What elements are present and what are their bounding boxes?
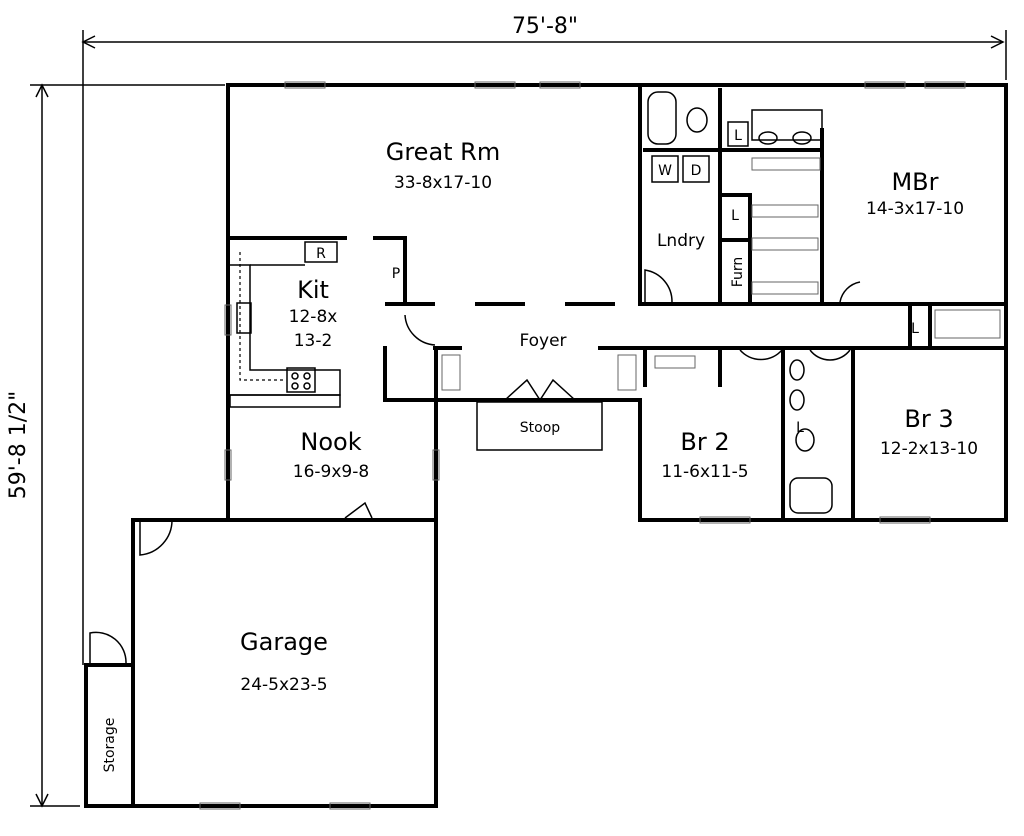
refrigerator-label: R xyxy=(316,246,326,262)
sink-icon xyxy=(236,302,252,334)
bedroom2-size: 11-6x11-5 xyxy=(661,462,748,482)
master-door xyxy=(839,281,861,303)
bedroom2-door xyxy=(739,349,783,361)
storage-label: Storage xyxy=(102,718,118,773)
kitchen-label: Kit xyxy=(297,276,329,304)
garage-door xyxy=(139,519,173,556)
front-door xyxy=(504,378,576,402)
toilet-icon xyxy=(795,428,815,452)
linen-closet-label: L xyxy=(796,420,804,436)
stoop xyxy=(476,401,603,451)
depth-label: 59'-8 1/2" xyxy=(6,391,31,500)
interior-walls xyxy=(226,83,1008,522)
pantry-label: P xyxy=(392,266,400,282)
laundry-door xyxy=(644,269,673,305)
width-dimension: 75'-8" xyxy=(81,14,1007,665)
cooktop-icon xyxy=(286,367,316,393)
storage-door xyxy=(89,631,127,664)
vanity-icon xyxy=(751,109,823,141)
windows xyxy=(199,81,966,810)
toilet-icon xyxy=(686,107,708,133)
bedroom2-label: Br 2 xyxy=(680,428,729,456)
bedroom3-label: Br 3 xyxy=(904,405,953,433)
nook-size: 16-9x9-8 xyxy=(293,462,369,482)
closet-shelving xyxy=(441,157,1001,391)
bathtub-icon xyxy=(789,477,833,514)
width-label: 75'-8" xyxy=(512,14,578,39)
master-bedroom-label: MBr xyxy=(891,168,938,196)
master-bedroom-size: 14-3x17-10 xyxy=(866,199,964,219)
washer-icon xyxy=(651,155,679,183)
kitchen-size: 13-2 xyxy=(294,331,333,351)
dryer-label: D xyxy=(691,163,702,179)
dryer-icon xyxy=(682,155,710,183)
nook-door xyxy=(344,501,373,519)
linen-closet-label: L xyxy=(734,128,742,144)
washer-label: W xyxy=(658,163,672,179)
fixtures: W D L L L L P R xyxy=(89,91,1001,664)
great-room-label: Great Rm xyxy=(386,138,501,166)
garage-size: 24-5x23-5 xyxy=(240,675,327,695)
exterior-walls xyxy=(84,83,1008,808)
foyer-label: Foyer xyxy=(519,331,566,351)
laundry-label: Lndry xyxy=(657,231,705,251)
bathtub-icon xyxy=(647,91,677,145)
refrigerator-icon xyxy=(304,241,338,263)
linen-closet-label: L xyxy=(911,321,919,337)
kitchen-size: 12-8x xyxy=(289,307,338,327)
garage-label: Garage xyxy=(240,628,328,656)
linen-closet-label: L xyxy=(731,208,739,224)
closet-door xyxy=(404,314,436,346)
bedroom3-size: 12-2x13-10 xyxy=(880,439,978,459)
nook-label: Nook xyxy=(300,428,361,456)
depth-dimension: 59'-8 1/2" xyxy=(6,83,225,808)
bath-door xyxy=(809,349,851,361)
furnace-label: Furn xyxy=(730,257,746,288)
stoop-label: Stoop xyxy=(520,420,561,436)
great-room-size: 33-8x17-10 xyxy=(394,173,492,193)
